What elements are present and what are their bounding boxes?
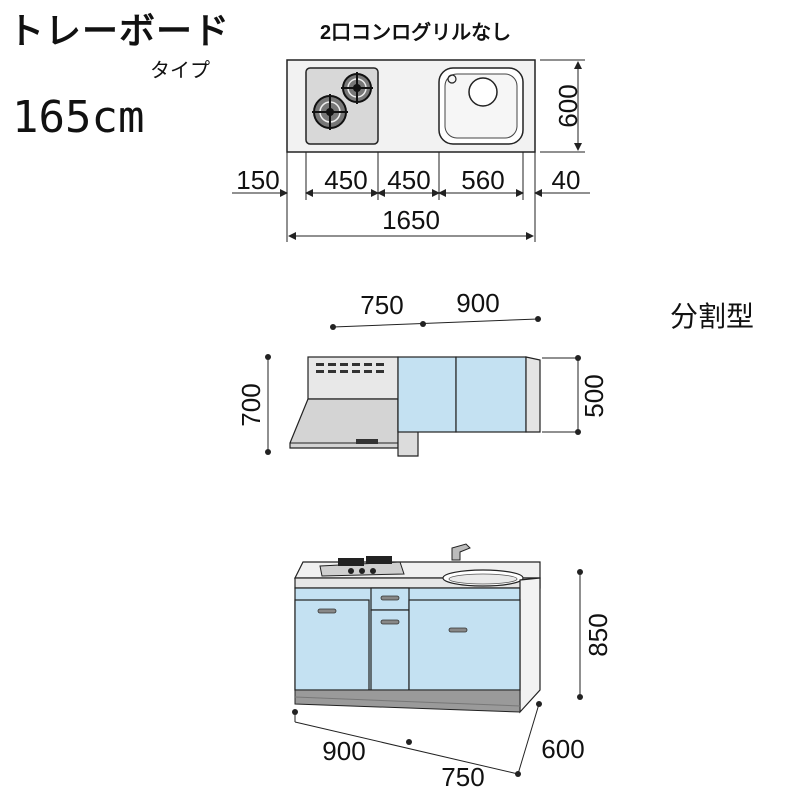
wall-width-dim: 900 — [456, 288, 499, 318]
hood-control-icon — [356, 439, 378, 444]
type-label: 分割型 — [670, 301, 755, 332]
burner-icon — [312, 94, 348, 130]
faucet-icon — [451, 543, 471, 561]
page-subtitle: タイプ — [150, 60, 210, 82]
wall-width-dim: 750 — [360, 290, 403, 320]
drain-icon — [468, 77, 498, 107]
burner-icon — [341, 72, 373, 104]
burner-icon — [338, 556, 392, 574]
segment-dim: 560 — [461, 165, 504, 195]
handle-icon — [380, 619, 400, 625]
wall-cabinet-view: 750 900 700 500 — [236, 288, 609, 457]
top-depth-dim: 600 — [553, 84, 583, 127]
hood-height-dim: 700 — [236, 383, 266, 426]
cabinet-door — [294, 599, 370, 691]
front-width-dim: 900 — [322, 736, 365, 766]
front-height-dim: 850 — [583, 613, 613, 656]
front-view: 850 900 750 600 — [292, 543, 613, 792]
segment-dim: 450 — [324, 165, 367, 195]
segment-dim: 450 — [387, 165, 430, 195]
handle-icon — [448, 627, 468, 633]
cabinet-door — [408, 599, 521, 691]
wall-cabinet-door — [397, 356, 457, 433]
faucet-icon — [447, 74, 457, 84]
segment-dim: 40 — [552, 165, 581, 195]
handle-icon — [317, 608, 337, 614]
total-width-dim: 1650 — [382, 205, 440, 235]
top-view: 600 150 450 450 560 40 1650 — [232, 59, 590, 242]
wall-cabinet-door — [455, 356, 527, 433]
cabinet-height-dim: 500 — [579, 374, 609, 417]
segment-dim: 150 — [236, 165, 279, 195]
handle-icon — [380, 595, 400, 601]
plan-caption: 2口コンログリルなし — [320, 22, 512, 44]
front-width-dim: 750 — [441, 762, 484, 792]
page-title: トレーボード — [8, 10, 231, 51]
front-depth-dim: 600 — [541, 734, 584, 764]
size-label: 165cm — [12, 92, 145, 143]
